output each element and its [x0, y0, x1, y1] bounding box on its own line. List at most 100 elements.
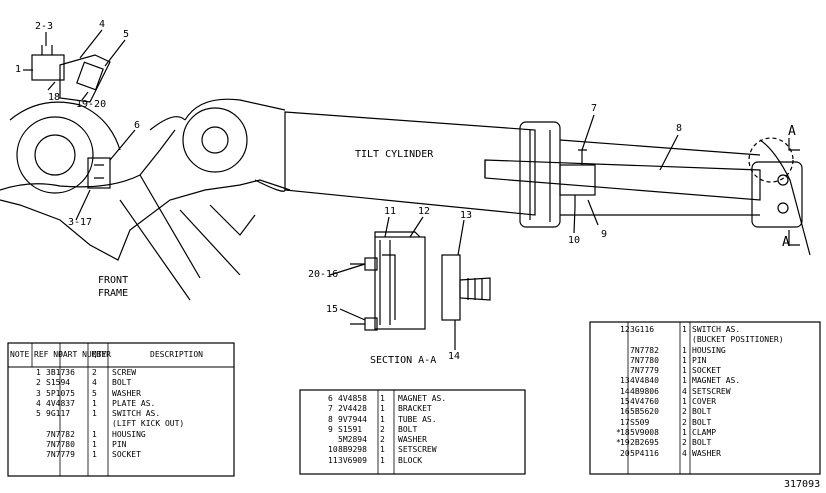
cell-part: 4V4858: [338, 394, 367, 403]
magnet-assembly: [87, 157, 111, 189]
cell-part: 5P1075: [46, 388, 75, 398]
cell-qty: 1: [682, 355, 687, 365]
cell-ref: 8: [328, 414, 333, 424]
cell-part: 3V6909: [338, 455, 367, 465]
cell-desc: PLATE AS.: [112, 398, 156, 408]
cell-qty: 1: [380, 445, 385, 455]
callout: 6: [134, 120, 141, 131]
cell-part: 7N7780: [46, 440, 75, 450]
callout: 11: [384, 206, 397, 217]
callout: 4: [99, 19, 106, 30]
cell-desc: HOUSING: [692, 345, 726, 355]
cell-part: 7N7782: [46, 429, 75, 439]
tube-assembly: [484, 159, 761, 201]
cell-ref: 10: [328, 445, 338, 455]
callout: 10: [568, 235, 581, 246]
col-header-part: PART NUMBER: [58, 350, 111, 359]
cell-desc: SETSCREW: [692, 386, 731, 396]
cell-note: *: [616, 438, 621, 448]
cell-ref: 4: [36, 398, 41, 408]
cell-ref: 19: [620, 438, 630, 448]
cell-note: *: [616, 427, 621, 437]
cell-ref: 6: [328, 394, 333, 403]
cell-part: 4V4840: [630, 376, 659, 386]
table-row: 7N7782 1 HOUSING: [8, 430, 234, 440]
cell-desc: SWITCH AS.: [692, 325, 741, 334]
cell-ref: 12: [620, 325, 630, 334]
cell-part: S1591: [338, 424, 363, 434]
cell-qty: 1: [682, 376, 687, 386]
cell-part: 4B9806: [630, 386, 659, 396]
cell-desc: SOCKET: [692, 366, 721, 376]
callout: 3-17: [68, 217, 93, 228]
cell-part: 4V4837: [46, 398, 75, 408]
cell-qty: 2: [682, 407, 687, 417]
cell-qty: 1: [92, 450, 97, 460]
section-marker-top: A: [788, 124, 796, 139]
callout: 9: [601, 229, 608, 240]
cell-qty: 2: [682, 417, 687, 427]
cell-desc: SETSCREW: [398, 445, 437, 455]
middle-table-frame: [299, 389, 526, 475]
callout: 8: [676, 123, 683, 134]
cell-qty: 2: [92, 368, 97, 377]
cell-qty: 5: [92, 388, 97, 398]
callout: 1: [15, 64, 22, 75]
left-table-frame: [7, 342, 235, 477]
section-aa-label: SECTION A-A: [370, 355, 437, 366]
cell-qty: 1: [92, 429, 97, 439]
cell-part: 7N7779: [46, 450, 75, 460]
cell-ref: 9: [328, 424, 333, 434]
callout: 20-16: [308, 269, 339, 280]
cell-desc: TUBE AS.: [398, 414, 437, 424]
cell-desc: BOLT: [692, 438, 712, 448]
cell-desc: BOLT: [692, 417, 712, 427]
cell-ref: 7: [328, 404, 333, 414]
cell-desc: PIN: [692, 355, 707, 365]
cell-part: 3B1736: [46, 368, 75, 377]
left-pivot-inner: [34, 134, 76, 176]
cell-desc: BOLT: [112, 378, 132, 388]
cell-qty: 1: [92, 409, 97, 419]
cell-desc: HOUSING: [112, 429, 146, 439]
cell-desc: BLOCK: [398, 455, 423, 465]
cell-qty: 1: [92, 398, 97, 408]
cell-desc: MAGNET AS.: [692, 376, 741, 386]
cell-qty: 1: [92, 440, 97, 450]
col-header-ref: REF NO: [34, 350, 63, 359]
tilt-cylinder-label: TILT CYLINDER: [355, 149, 434, 160]
cell-part: 2V4428: [338, 404, 367, 414]
cell-desc: (BUCKET POSITIONER): [692, 335, 784, 345]
cell-part: 9V7944: [338, 414, 367, 424]
cell-ref: 14: [620, 386, 630, 396]
cell-ref: 18: [620, 427, 630, 437]
cell-desc: BOLT: [398, 424, 418, 434]
lift-plate: [59, 54, 111, 103]
front-frame-outline: [0, 179, 291, 261]
cylinder-clamp-block: [519, 121, 561, 228]
cell-desc: BOLT: [692, 407, 712, 417]
callout: 15: [326, 304, 339, 315]
callout: 19-20: [76, 99, 107, 110]
magnet-detail: [441, 254, 461, 321]
callout: 14: [448, 351, 461, 362]
cell-qty: 1: [682, 427, 687, 437]
bracket-block: [559, 164, 596, 196]
cell-part: 7N7780: [630, 355, 659, 365]
left-pivot-outer: [16, 116, 94, 194]
